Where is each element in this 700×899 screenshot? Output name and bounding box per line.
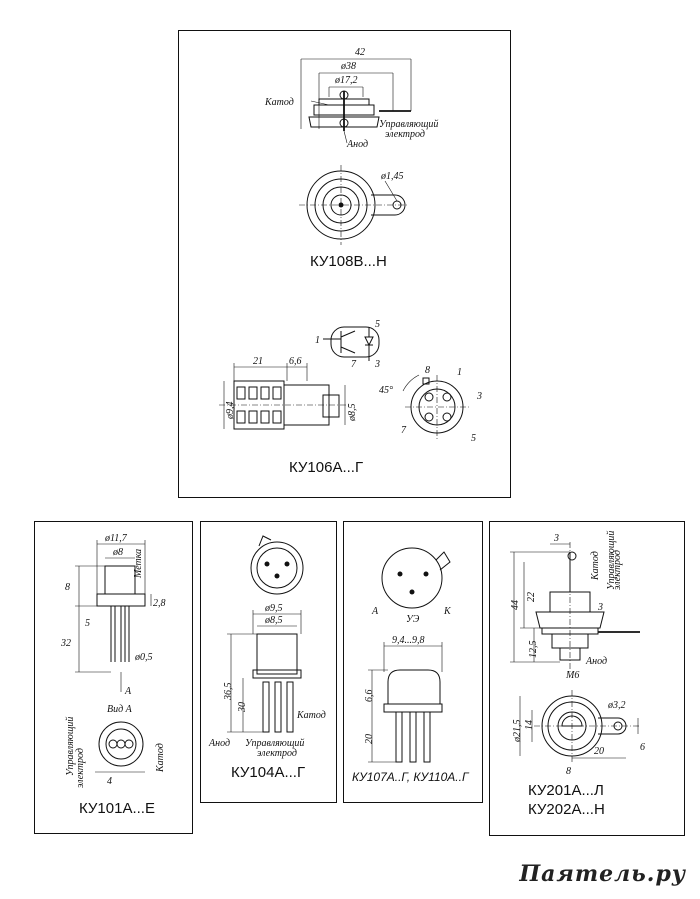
ku101-panel: ø11,7 ø8 8 2,8 5 32 ø0,5 Метка А Вид А У… (34, 521, 193, 834)
ku101-side-view (75, 540, 152, 692)
ku201-drawing: 3 22 44 12,5 3 М6 Катод Управляющий элек… (510, 531, 645, 777)
ku104-dim-9-5: ø9,5 (264, 603, 283, 614)
ku101-caption: КУ101А...Е (79, 800, 155, 817)
ku201-dim-21-5: ø21,5 (512, 720, 523, 744)
ku101-dim-8: ø8 (112, 547, 123, 558)
ku108-dim-17: ø17,2 (334, 75, 358, 86)
ku201-panel: 3 22 44 12,5 3 М6 Катод Управляющий элек… (489, 521, 685, 836)
ku101-view-a (95, 721, 145, 773)
ku201-label-cathode: Катод (590, 551, 601, 581)
ku104-dim-36-5: 36,5 (223, 683, 234, 702)
ku201-label-gate-1: Управляющий (606, 531, 617, 590)
ku107-drawing: А УЭ К 9,4...9,8 6,6 20 (364, 547, 452, 763)
ku108-top-view (299, 165, 409, 245)
ku108-side-view (300, 58, 412, 144)
top-panel: 42 ø38 ø17,2 Катод Управляющий электрод … (178, 30, 511, 498)
ku202-caption-2: КУ202А...Н (528, 801, 605, 818)
ku201-dim-3: 3 (553, 533, 559, 544)
ku108-label-cathode: Катод (264, 97, 294, 108)
ku108-caption: КУ108В...Н (310, 253, 387, 270)
site-watermark: Паяmель.ру (519, 861, 686, 887)
ku104-panel: ø9,5 ø8,5 36,5 30 Катод Анод Управляющий… (200, 521, 337, 803)
ku201-top-view (519, 690, 640, 762)
ku201-dim-14: 14 (524, 720, 535, 730)
ku201-label-gate-2: электрод (612, 550, 623, 590)
ku201-dim-6: 6 (640, 742, 645, 753)
ku101-label-cathode: Катод (155, 743, 166, 773)
ku107-top-view (381, 547, 451, 609)
ku101-dim-2-8: 2,8 (153, 598, 166, 609)
ku201-dim-8: 8 (566, 766, 571, 777)
ku101-label-view-a: Вид А (107, 704, 133, 715)
ku107-label-ue: УЭ (406, 614, 420, 625)
ku108-label-gate-1: Управляющий (379, 119, 438, 130)
ku108-label-anode: Анод (346, 139, 368, 150)
ku101-drawing: ø11,7 ø8 8 2,8 5 32 ø0,5 Метка А Вид А У… (60, 533, 166, 788)
ku101-label-gate-1: Управляющий (65, 717, 76, 776)
ku201-dim-20: 20 (594, 746, 604, 757)
ku107-label-k: К (443, 606, 452, 617)
ku104-label-cathode: Катод (296, 710, 326, 721)
ku201-side-view (510, 542, 640, 672)
ku201-dim-3b: 3 (597, 602, 603, 613)
ku104-dim-30: 30 (237, 702, 248, 713)
ku101-dim-11-7: ø11,7 (104, 533, 128, 544)
ku104-dim-8-5: ø8,5 (264, 615, 283, 626)
ku101-label-a: А (124, 686, 132, 697)
ku101-dim-0-5: ø0,5 (134, 652, 153, 663)
ku101-dim-5: 5 (85, 618, 90, 629)
ku201-dim-m6: М6 (565, 670, 579, 681)
ku107-panel: А УЭ К 9,4...9,8 6,6 20 КУ107А..Г, КУ110… (343, 521, 483, 803)
ku201-dim-12-5: 12,5 (528, 641, 539, 659)
ku104-label-anode: Анод (208, 738, 230, 749)
ku201-caption-1: КУ201А...Л (528, 782, 604, 799)
ku201-dim-3-2: ø3,2 (607, 700, 626, 711)
ku201-dim-22: 22 (526, 592, 537, 602)
ku107-side-view (368, 642, 443, 763)
ku107-dim-6-6: 6,6 (364, 690, 375, 703)
ku104-label-gate-2: электрод (257, 748, 297, 759)
ku101-label-mark: Метка (133, 549, 144, 579)
ku107-dim-20: 20 (364, 734, 375, 744)
ku101-dim-4: 4 (107, 776, 112, 787)
ku201-dim-44: 44 (510, 600, 521, 610)
ku104-caption: КУ104А...Г (231, 764, 306, 781)
ku101-dim-8v: 8 (65, 582, 70, 593)
ku107-caption: КУ107А..Г, КУ110А..Г (352, 770, 469, 784)
ku104-drawing: ø9,5 ø8,5 36,5 30 Катод Анод Управляющий… (208, 535, 326, 759)
ku104-side-view (227, 610, 302, 733)
top-panel-drawing: 42 ø38 ø17,2 Катод Управляющий электрод … (264, 47, 438, 245)
ku101-label-gate-2: электрод (75, 748, 86, 788)
ku108-label-gate-2: электрод (385, 129, 425, 140)
ku104-top-view (250, 535, 304, 595)
ku106-caption: КУ106А...Г (289, 459, 364, 476)
ku107-label-a: А (371, 606, 379, 617)
ku108-dim-1-45: ø1,45 (380, 171, 404, 182)
ku107-dim-9-4: 9,4...9,8 (392, 635, 425, 646)
ku108-dim-38: ø38 (340, 61, 356, 72)
ku108-dim-42: 42 (355, 47, 365, 58)
ku101-dim-32: 32 (60, 638, 71, 649)
ku104-label-gate-1: Управляющий (245, 738, 304, 749)
ku201-label-anode: Анод (585, 656, 607, 667)
